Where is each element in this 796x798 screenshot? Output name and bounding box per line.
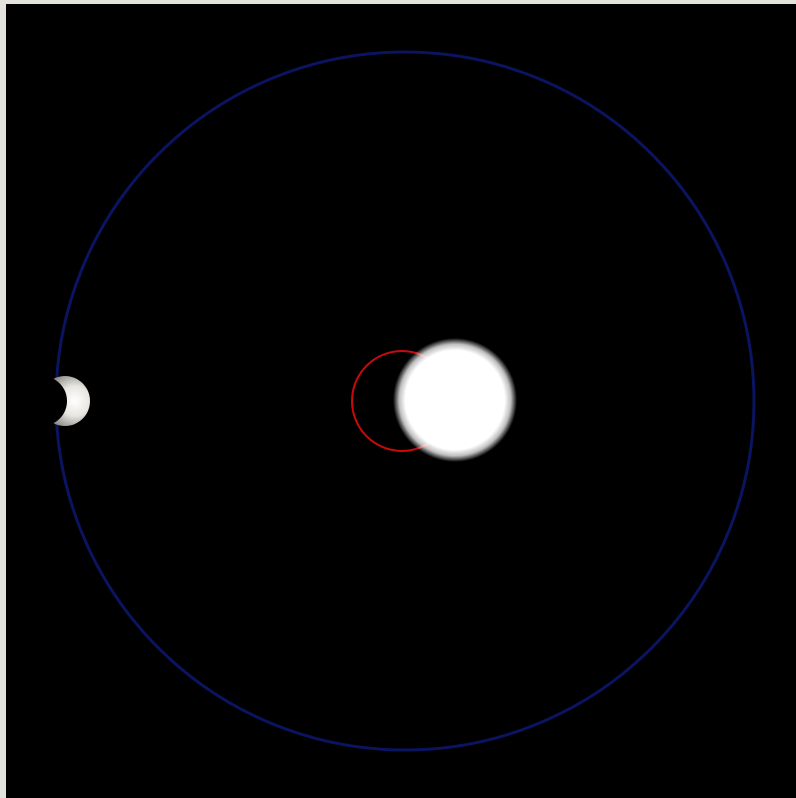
star[interactable] — [393, 338, 517, 462]
planet[interactable] — [17, 376, 90, 426]
simulation-canvas[interactable] — [6, 4, 796, 798]
orbit-visualization — [17, 50, 756, 752]
